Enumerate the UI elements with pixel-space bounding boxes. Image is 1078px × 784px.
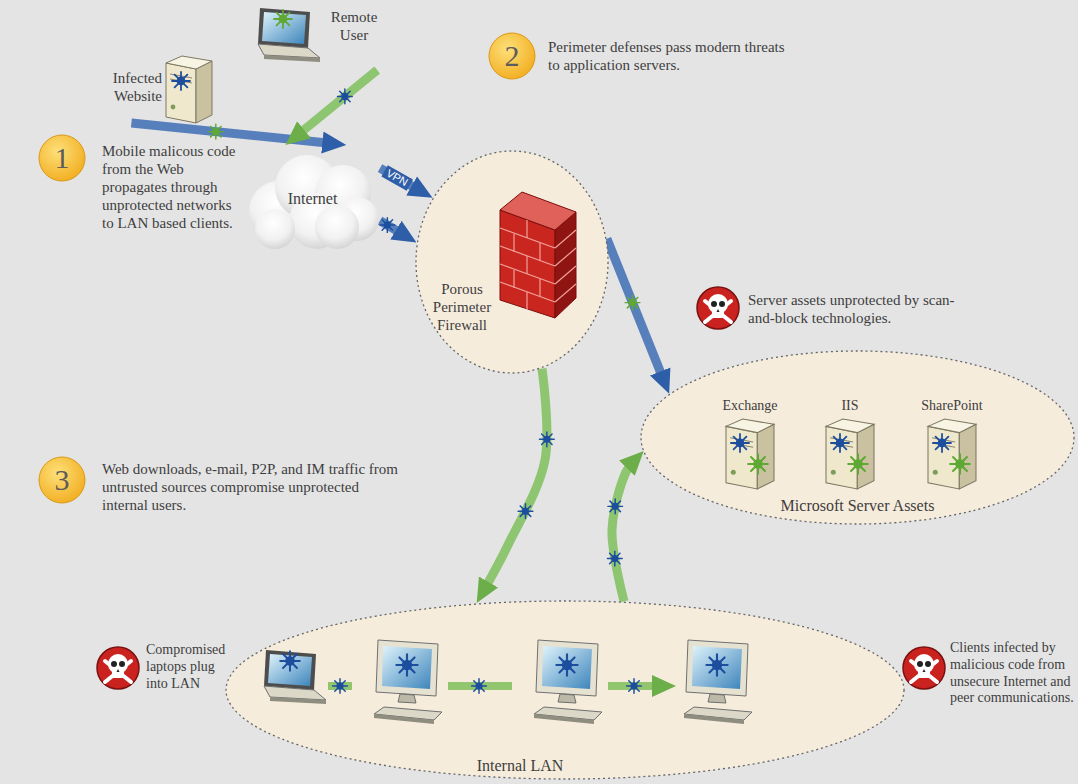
warning-note: Server assets unprotected by scan-and-bl… xyxy=(748,291,978,327)
text-slot: Microsoft Server Assets xyxy=(640,496,1075,515)
threat-arrow xyxy=(612,461,634,601)
firewall-zone: Porous Perimeter Firewall xyxy=(415,150,609,374)
node-label: Porous Perimeter Firewall xyxy=(427,280,497,334)
node-label: SharePoint xyxy=(900,398,1004,415)
threat-marker xyxy=(518,504,533,519)
text-slot: 3 xyxy=(38,463,86,497)
node-label: Exchange xyxy=(700,398,800,415)
text-slot: Mobile malicous code from the Web propag… xyxy=(102,142,242,232)
ellipse-outline xyxy=(415,150,609,374)
text-slot: Web downloads, e-mail, P2P, and IM traff… xyxy=(102,460,402,514)
text-slot: Internal LAN xyxy=(420,756,620,775)
text-slot: Infected Website xyxy=(96,69,162,105)
lan-devices xyxy=(264,640,752,724)
server-group: Microsoft Server Assets ExchangeIISShareP… xyxy=(640,350,1075,525)
callout: 2 Perimeter defenses pass modern threats … xyxy=(488,30,798,92)
warning-note: Clients infected by malicious code from … xyxy=(950,640,1074,707)
text-slot: Porous Perimeter Firewall xyxy=(427,280,497,334)
text-slot: 1 xyxy=(38,141,86,175)
threat-marker xyxy=(208,124,223,139)
text-slot: Exchange xyxy=(700,398,800,415)
group-label: Internal LAN xyxy=(420,756,620,775)
threat-flow xyxy=(296,70,377,136)
text-slot: Perimeter defenses pass modern threats t… xyxy=(548,38,788,74)
server: SharePoint xyxy=(900,398,1006,492)
node-label: IIS xyxy=(800,398,900,415)
server-icons xyxy=(726,419,976,489)
callout-number: 1 xyxy=(38,141,86,175)
server: Exchange xyxy=(700,398,802,492)
threat-arrow xyxy=(484,369,547,591)
node-label: Internet xyxy=(245,189,380,208)
callout-number: 3 xyxy=(38,463,86,497)
text-slot: VPN xyxy=(381,165,412,191)
text-slot: SharePoint xyxy=(900,398,1004,415)
threat-marker xyxy=(380,218,395,233)
threat-marker xyxy=(337,89,352,104)
callout: 3 Web downloads, e-mail, P2P, and IM traf… xyxy=(38,452,408,526)
node-label: Infected Website xyxy=(96,69,162,105)
firewall-wall xyxy=(500,192,576,318)
callout-text: Mobile malicous code from the Web propag… xyxy=(102,142,242,232)
callout-text: Perimeter defenses pass modern threats t… xyxy=(548,38,788,74)
warning-note: Compromised laptops plug into LAN xyxy=(146,642,230,692)
threat-marker xyxy=(539,432,554,447)
threat-flow xyxy=(607,239,664,381)
remote-laptop xyxy=(258,8,320,62)
text-slot: 2 xyxy=(488,39,536,73)
skull-icon xyxy=(697,287,739,329)
remote-user: Remote User xyxy=(248,4,384,70)
threat-arrow xyxy=(296,70,377,136)
infected-website: Infected Website xyxy=(96,55,214,123)
skull-icon xyxy=(97,647,139,689)
ellipse-outline xyxy=(225,600,905,780)
threat-flow xyxy=(607,461,634,601)
internet-cloud: Internet xyxy=(245,145,380,250)
text-slot: Compromised laptops plug into LAN xyxy=(146,642,230,692)
callout: 1 Mobile malicous code from the Web propa… xyxy=(38,128,248,234)
group-label: Microsoft Server Assets xyxy=(640,496,1075,515)
web-server xyxy=(166,56,212,123)
lan-zone: Internal LAN xyxy=(225,600,905,780)
text-slot: Server assets unprotected by scan-and-bl… xyxy=(748,291,978,327)
callout-number: 2 xyxy=(488,39,536,73)
callout-text: Web downloads, e-mail, P2P, and IM traff… xyxy=(102,460,402,514)
threat-marker xyxy=(608,499,623,514)
threat-arrow xyxy=(607,239,664,381)
threat-marker xyxy=(625,295,640,310)
threat-flow xyxy=(484,369,555,591)
text-slot: Remote User xyxy=(326,8,382,44)
skull-icon xyxy=(903,647,945,689)
text-slot: Internet xyxy=(245,189,380,208)
text-slot: Clients infected by malicious code from … xyxy=(950,640,1074,707)
threat-flow xyxy=(380,218,404,236)
text-slot: IIS xyxy=(800,398,900,415)
edge-label: VPN xyxy=(381,165,412,191)
server: IIS xyxy=(800,398,902,492)
node-label: Remote User xyxy=(326,8,382,44)
threat-marker xyxy=(607,551,622,566)
